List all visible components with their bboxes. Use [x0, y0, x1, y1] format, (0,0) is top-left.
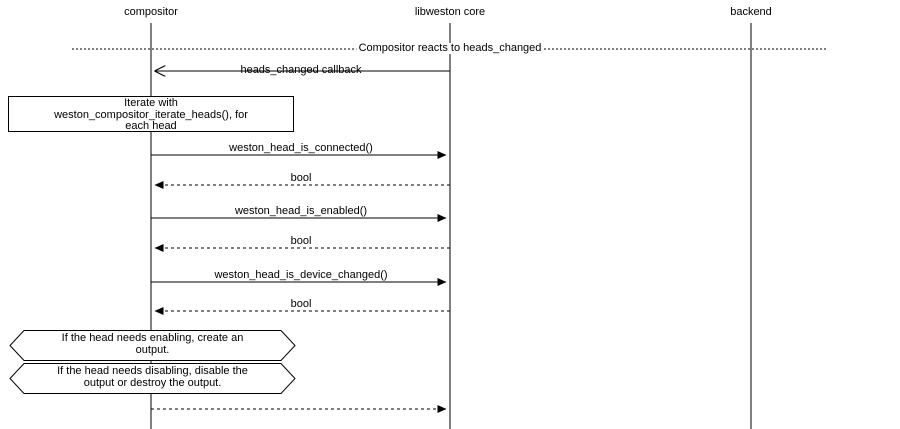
condition-hexagon-disable: [9, 363, 296, 394]
message-label-weston-head-is-device-changed: weston_head_is_device_changed(): [214, 269, 388, 281]
participant-label-libweston-core: libweston core: [414, 6, 486, 18]
note-box-iterate-heads: [8, 96, 294, 132]
separator-label: Compositor reacts to heads_changed: [356, 42, 544, 54]
message-label-weston-head-is-enabled: weston_head_is_enabled(): [234, 205, 368, 217]
message-label-bool-2: bool: [290, 235, 312, 247]
condition-hexagon-enable: [9, 330, 296, 361]
note-text-iterate-heads: Iterate with weston_compositor_iterate_h…: [54, 97, 248, 132]
message-label-bool-3: bool: [290, 298, 312, 310]
participant-label-backend: backend: [730, 6, 772, 18]
message-label-weston-head-is-connected: weston_head_is_connected(): [229, 142, 373, 154]
participant-label-compositor: compositor: [124, 6, 178, 18]
message-label-bool-1: bool: [290, 172, 312, 184]
condition-text-disable: If the head needs disabling, disable the…: [57, 365, 248, 389]
lifelines: [150, 23, 752, 429]
condition-text-enable: If the head needs enabling, create an ou…: [61, 332, 244, 356]
message-label-heads-changed-callback: heads_changed callback: [240, 64, 362, 76]
